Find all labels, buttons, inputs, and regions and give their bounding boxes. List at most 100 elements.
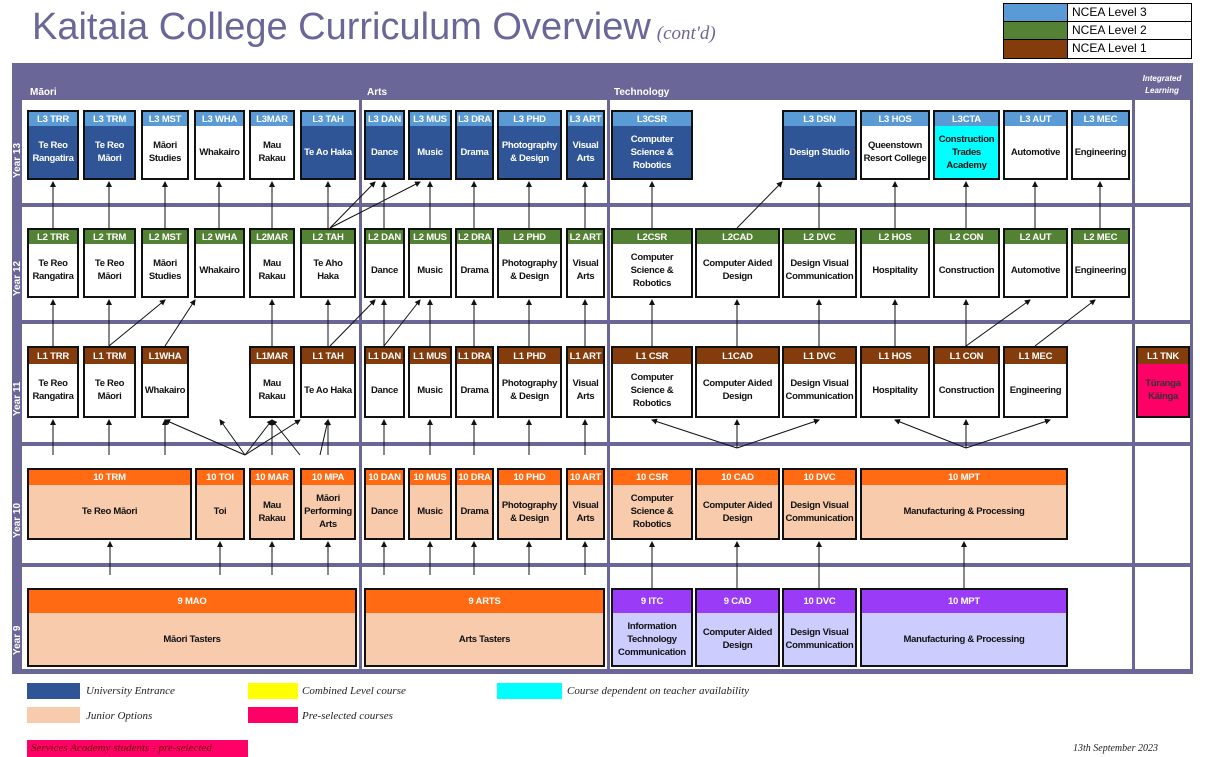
- course-code: L2 ART: [568, 230, 603, 244]
- course-code: L2 TRR: [29, 230, 77, 244]
- course-code: L3 DRA: [457, 112, 492, 126]
- course-name: Design Visual Communication: [784, 244, 855, 296]
- swatch: [1004, 4, 1068, 21]
- section-integrated: Integrated Learning: [1142, 74, 1182, 95]
- course-name: Music: [410, 244, 450, 296]
- course-code: 10 DVC: [784, 470, 855, 485]
- arrow: [736, 418, 820, 449]
- course-code: 10 MPT: [862, 470, 1066, 485]
- course-name: Arts Tasters: [366, 613, 603, 665]
- course-code: L1 TAH: [302, 348, 354, 364]
- course-name: Computer Aided Design: [697, 485, 778, 538]
- course-code: L2 DAN: [366, 230, 403, 244]
- legend-label: NCEA Level 1: [1072, 41, 1147, 55]
- arrow: [736, 181, 783, 229]
- course-name: Construction: [935, 364, 998, 416]
- legend-swatch-junior: [27, 707, 80, 723]
- legend-swatch-teacher: [497, 683, 562, 699]
- course-code: L1 TRM: [85, 348, 134, 364]
- course-code: L2 CON: [935, 230, 998, 244]
- course-name: Design Visual Communication: [784, 613, 855, 665]
- course-name: Te Reo Rangatira: [29, 364, 77, 416]
- course-code: L1 HOS: [862, 348, 928, 364]
- swatch: [1004, 22, 1068, 39]
- ncea-level-1: NCEA Level 1: [1004, 40, 1191, 58]
- course-code: L1 ART: [568, 348, 603, 364]
- course-name: Mau Rakau: [251, 364, 293, 416]
- course-code: L2 PHD: [499, 230, 560, 244]
